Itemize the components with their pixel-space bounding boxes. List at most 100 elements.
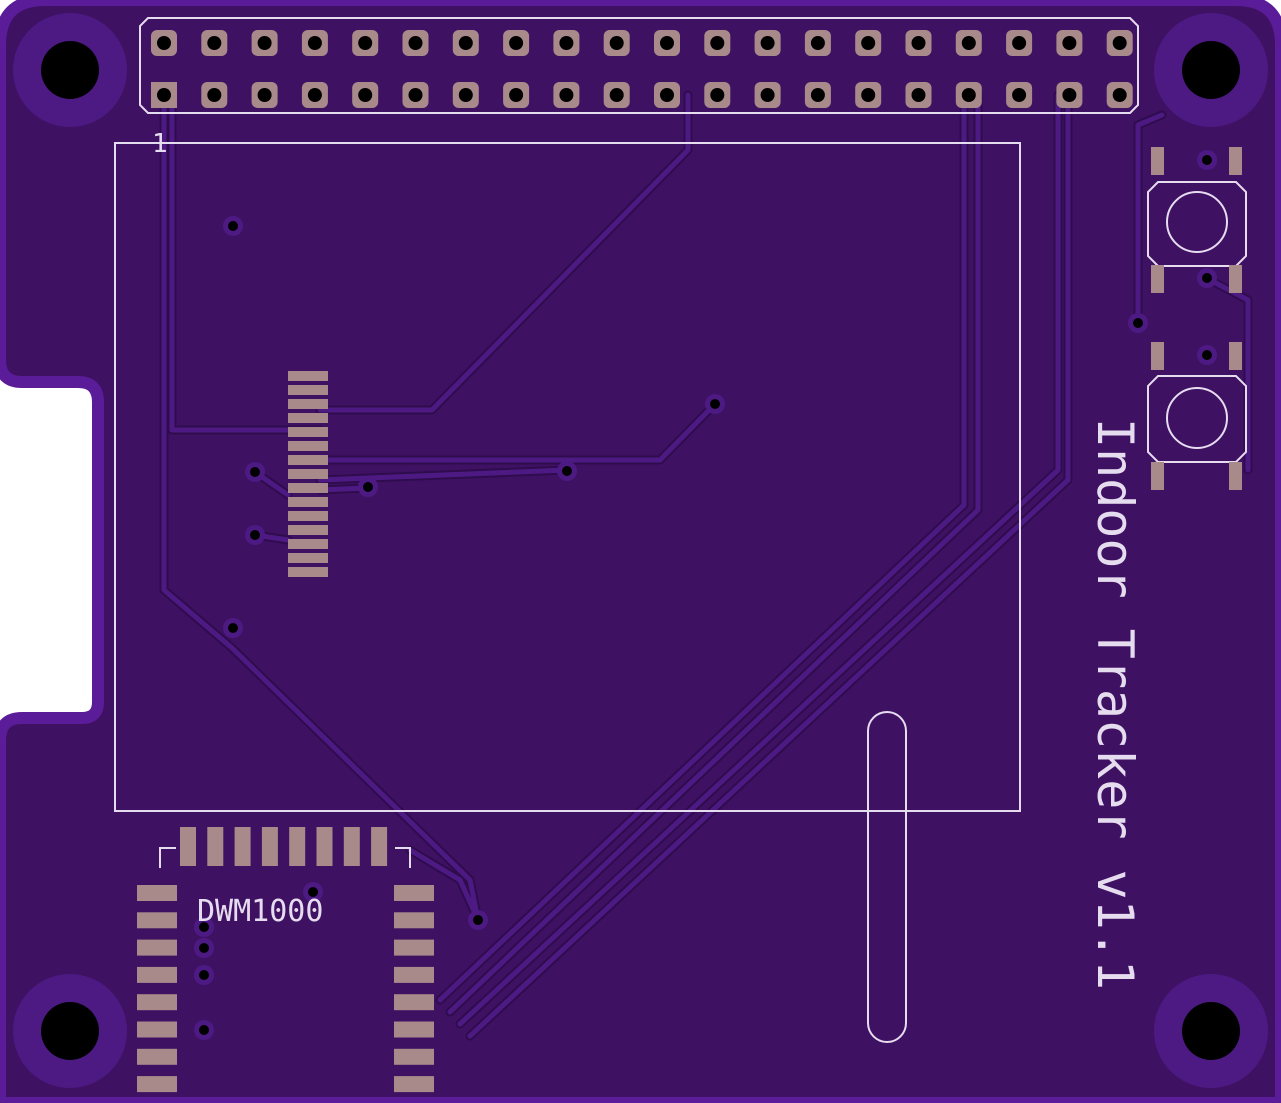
header-pin bbox=[855, 30, 882, 56]
module-pad bbox=[394, 1048, 434, 1065]
module-pad bbox=[180, 827, 196, 866]
module-pad bbox=[394, 1076, 434, 1093]
header-pin bbox=[553, 82, 580, 108]
connector-pad bbox=[288, 427, 328, 437]
header-pin bbox=[754, 82, 781, 108]
module-pad bbox=[207, 827, 224, 866]
pin1-label: 1 bbox=[152, 129, 168, 159]
connector-pad bbox=[288, 385, 328, 395]
module-pad bbox=[316, 827, 333, 866]
header-pin bbox=[301, 30, 328, 56]
module-pad bbox=[137, 939, 177, 956]
vias bbox=[194, 150, 1217, 1040]
module-pad bbox=[394, 1021, 434, 1038]
via bbox=[194, 965, 214, 985]
header-pin bbox=[955, 82, 982, 108]
header-pin bbox=[151, 30, 177, 56]
silkscreen-outlines bbox=[114, 17, 1247, 1043]
module-pad bbox=[394, 939, 434, 956]
module-pad bbox=[137, 885, 177, 901]
connector-pad bbox=[288, 483, 328, 493]
connector-pad bbox=[288, 525, 328, 535]
via bbox=[194, 1020, 214, 1040]
header-pin bbox=[754, 30, 781, 56]
module-pad bbox=[394, 994, 434, 1011]
header-pin bbox=[804, 30, 831, 56]
header-pin bbox=[704, 30, 731, 56]
header-pin bbox=[553, 30, 580, 56]
header-pin bbox=[452, 30, 479, 56]
tactile-button-top[interactable] bbox=[1151, 147, 1242, 293]
connector-pad bbox=[288, 455, 328, 465]
header-pin bbox=[955, 30, 982, 56]
display-connector bbox=[288, 371, 328, 577]
via bbox=[468, 910, 488, 930]
connector-pad bbox=[288, 399, 328, 409]
via bbox=[245, 462, 265, 482]
header-pin bbox=[1006, 30, 1033, 56]
header-pin bbox=[704, 82, 731, 108]
header-pin bbox=[352, 30, 379, 56]
connector-pad bbox=[288, 511, 328, 521]
module-pad bbox=[394, 885, 434, 901]
header-pin bbox=[503, 30, 530, 56]
header-pin bbox=[151, 82, 177, 108]
via bbox=[303, 882, 323, 902]
header-pin bbox=[603, 82, 630, 108]
via bbox=[358, 477, 378, 497]
module-pad bbox=[137, 1021, 177, 1038]
header-pin bbox=[301, 82, 328, 108]
tactile-button-bottom[interactable] bbox=[1151, 342, 1242, 490]
header-pin bbox=[503, 82, 530, 108]
header-pin bbox=[402, 30, 429, 56]
module-pad bbox=[371, 827, 388, 866]
header-pin bbox=[905, 82, 932, 108]
header-pin bbox=[603, 30, 630, 56]
module-pad bbox=[137, 1076, 177, 1093]
header-pin bbox=[1056, 30, 1083, 56]
module-pad bbox=[137, 912, 177, 929]
module-pad bbox=[261, 827, 278, 866]
via bbox=[1128, 313, 1148, 333]
header-pin bbox=[1106, 30, 1133, 56]
module-label: DWM1000 bbox=[197, 894, 323, 929]
via bbox=[245, 525, 265, 545]
header-pin bbox=[251, 30, 278, 56]
connector-pad bbox=[288, 497, 328, 507]
via bbox=[1197, 268, 1217, 288]
via bbox=[705, 394, 725, 414]
board-title: Indoor Tracker v1.1 bbox=[1086, 418, 1144, 990]
header-pin bbox=[855, 82, 882, 108]
connector-pad bbox=[288, 469, 328, 479]
header-pin bbox=[804, 82, 831, 108]
connector-pad bbox=[288, 567, 328, 577]
header-pin bbox=[251, 82, 278, 108]
connector-pad bbox=[288, 553, 328, 563]
connector-pad bbox=[288, 539, 328, 549]
module-pad bbox=[137, 966, 177, 983]
connector-pad bbox=[288, 371, 328, 381]
header-pin bbox=[201, 82, 228, 108]
module-pad bbox=[289, 827, 306, 866]
module-pad bbox=[343, 827, 360, 866]
connector-pad bbox=[288, 413, 328, 423]
via bbox=[223, 216, 243, 236]
connector-pad bbox=[288, 441, 328, 451]
via bbox=[557, 461, 577, 481]
header-pin bbox=[1106, 82, 1133, 108]
module-pad bbox=[234, 827, 251, 866]
header-pin bbox=[1006, 82, 1033, 108]
dwm1000-module bbox=[137, 827, 434, 1093]
header-pin bbox=[905, 30, 932, 56]
module-pad bbox=[137, 1048, 177, 1065]
header-pin bbox=[402, 82, 429, 108]
module-pad bbox=[394, 912, 434, 929]
via bbox=[1197, 345, 1217, 365]
module-pad bbox=[137, 994, 177, 1011]
header-pin bbox=[1056, 82, 1083, 108]
header-pin bbox=[654, 82, 680, 108]
mounting-holes bbox=[13, 13, 1268, 1088]
header-pin bbox=[352, 82, 379, 108]
via bbox=[1197, 150, 1217, 170]
